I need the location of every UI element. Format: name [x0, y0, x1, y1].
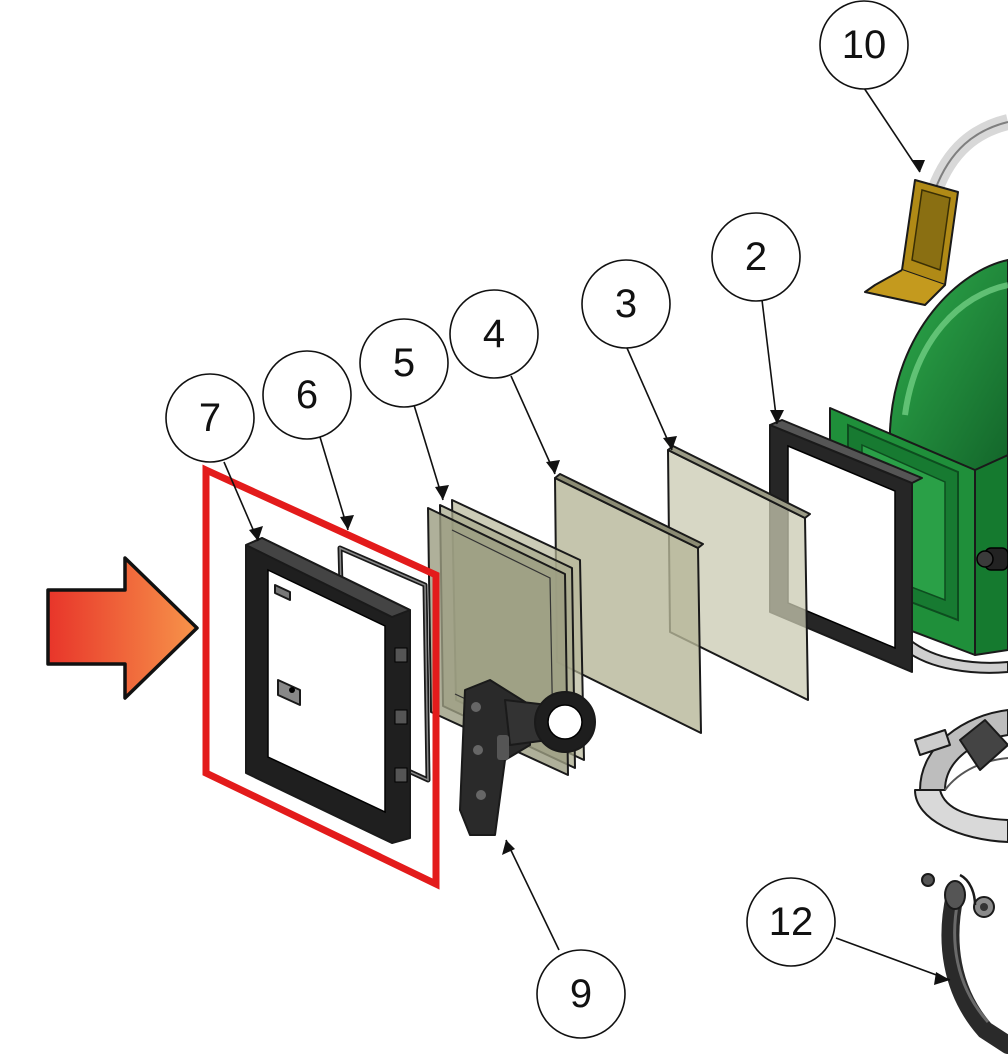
- insertion-arrow: [46, 556, 199, 700]
- callout-4-label: 4: [483, 312, 505, 356]
- callout-2: 2: [711, 212, 801, 302]
- inner-gasket-frame: [769, 419, 923, 673]
- callout-12: 12: [746, 877, 836, 967]
- callout-10-label: 10: [842, 23, 887, 67]
- callout-3-label: 3: [615, 282, 637, 326]
- callout-7: 7: [165, 373, 255, 463]
- callout-10: 10: [819, 0, 909, 90]
- head-harness: [914, 709, 1008, 843]
- mount-bracket: [459, 679, 596, 836]
- clear-glass-lens: [667, 445, 811, 701]
- callout-5: 5: [359, 318, 449, 408]
- callout-12-label: 12: [769, 900, 814, 944]
- callout-6: 6: [262, 350, 352, 440]
- leader-lines: [223, 87, 951, 985]
- callout-9: 9: [536, 949, 626, 1039]
- callout-9-label: 9: [570, 972, 592, 1016]
- callout-4: 4: [449, 289, 539, 379]
- callout-7-label: 7: [199, 396, 221, 440]
- callout-2-label: 2: [745, 235, 767, 279]
- highlight-box: [202, 464, 440, 890]
- callout-3: 3: [581, 259, 671, 349]
- air-hose-bracket: [864, 114, 1008, 306]
- callout-6-label: 6: [296, 373, 318, 417]
- callout-5-label: 5: [393, 341, 415, 385]
- tinted-lens: [554, 473, 704, 734]
- outer-frame: [245, 537, 411, 844]
- cable-assembly: [921, 873, 1008, 1054]
